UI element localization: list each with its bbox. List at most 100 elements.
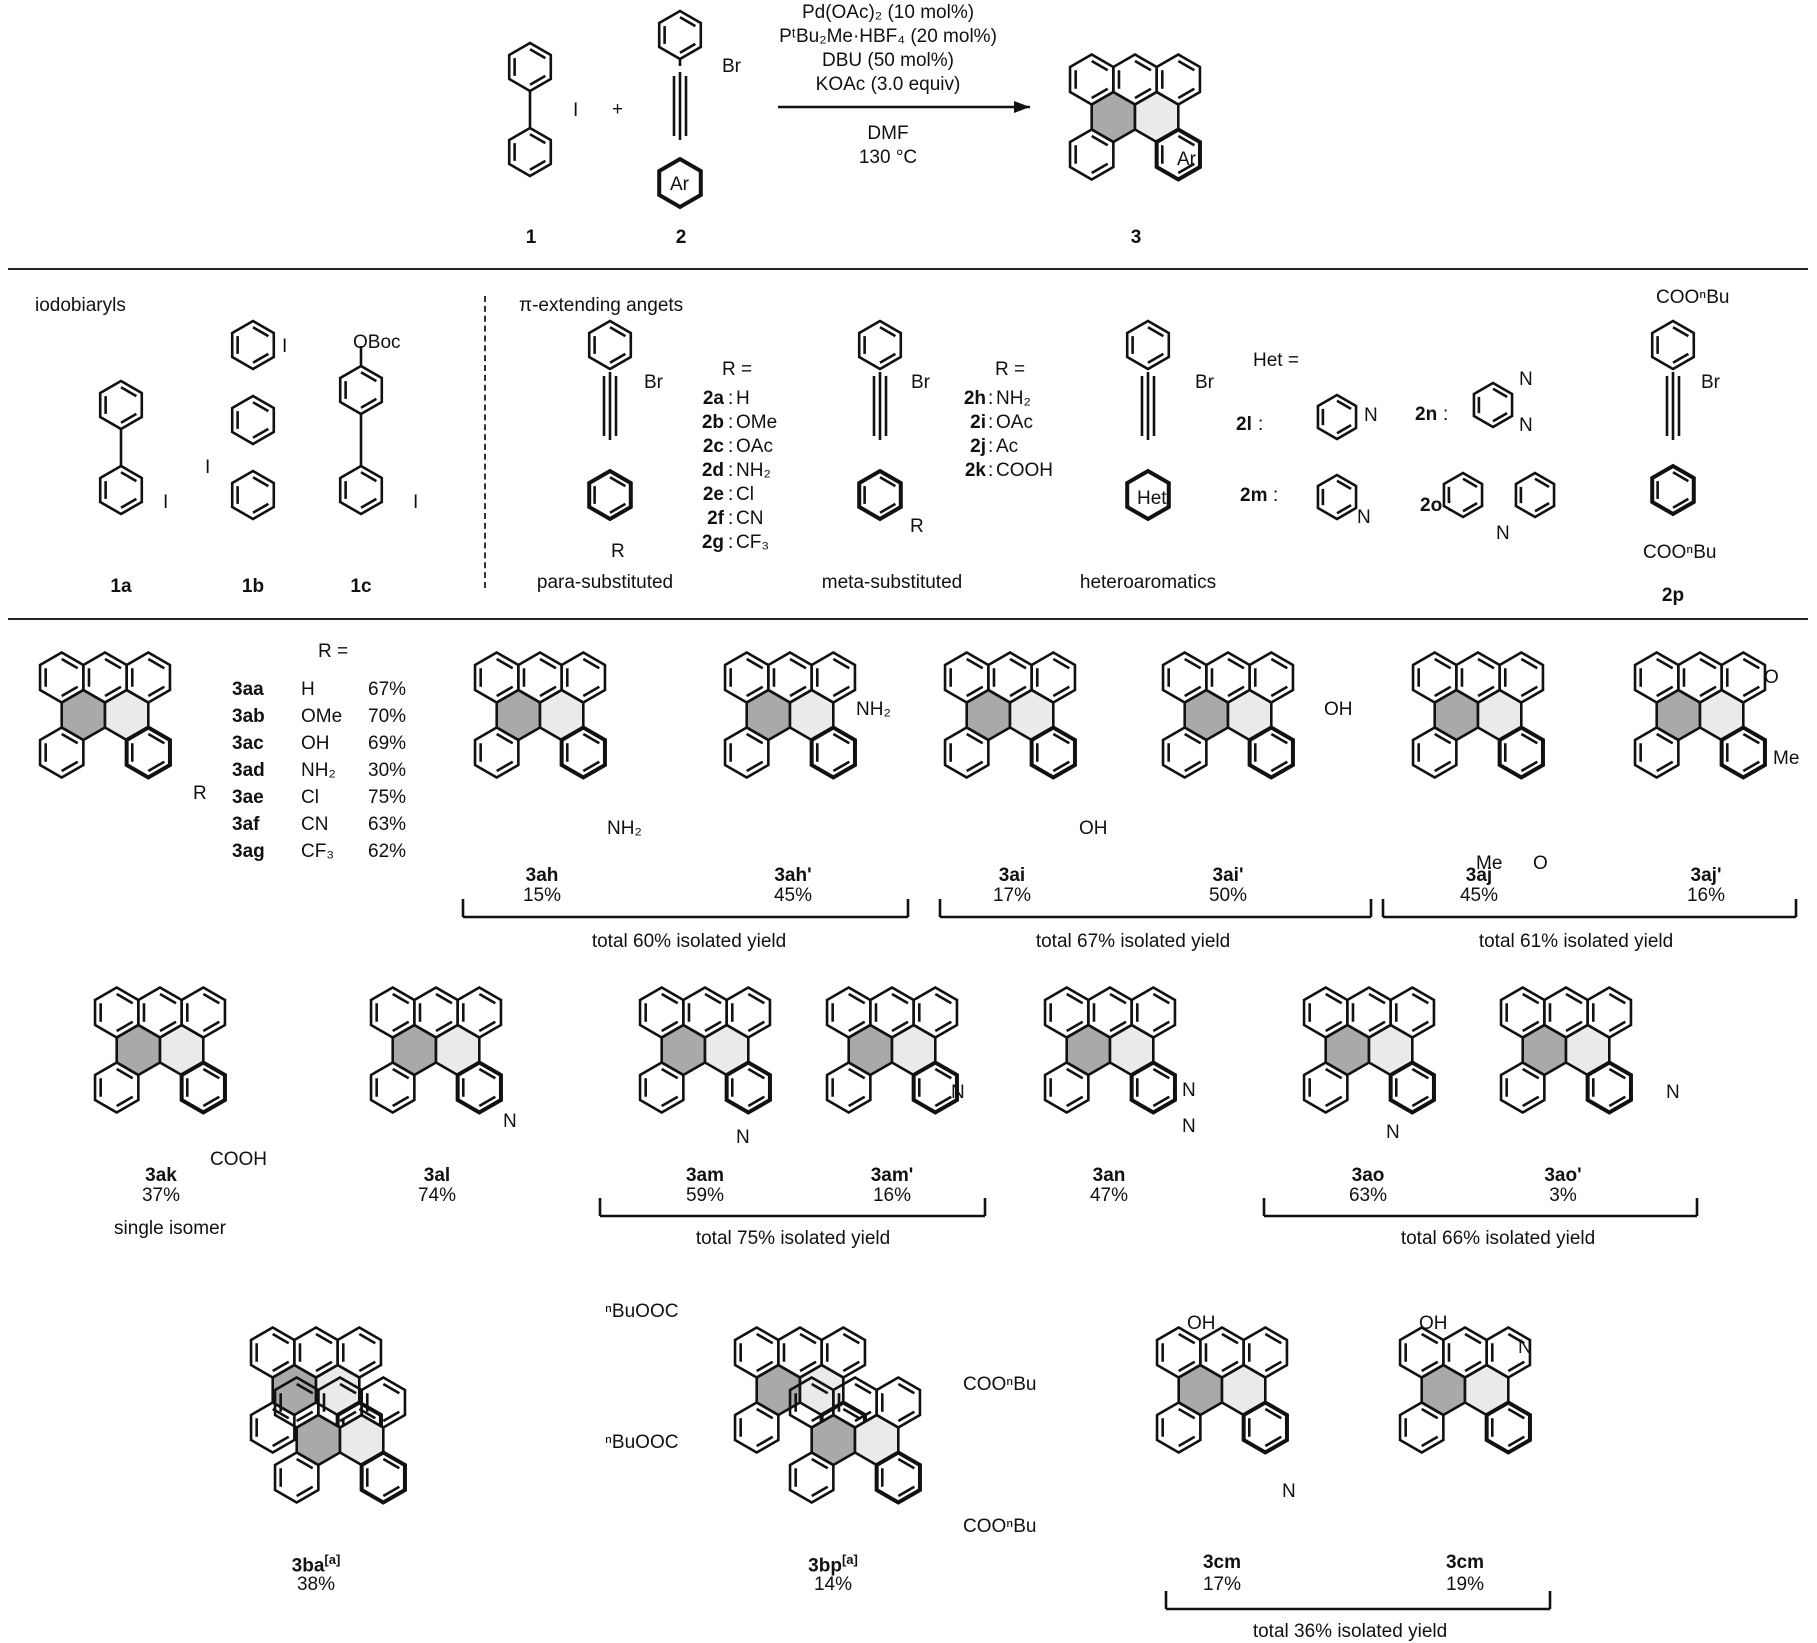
double-bond bbox=[1507, 1435, 1525, 1448]
sub-3ah: NH₂ bbox=[607, 818, 642, 839]
double-bond bbox=[1742, 760, 1760, 773]
oh-3cm-2: OH bbox=[1419, 1313, 1448, 1334]
double-bond bbox=[1009, 685, 1027, 698]
double-bond bbox=[1227, 657, 1245, 670]
double-bond bbox=[966, 657, 984, 670]
double-bond bbox=[1608, 1095, 1626, 1108]
agents-title: π-extending angets bbox=[519, 295, 684, 316]
double-bond bbox=[1699, 657, 1717, 670]
product-row-id: 3af bbox=[232, 814, 260, 835]
benzene-ring bbox=[1586, 985, 1633, 1040]
double-bond bbox=[1656, 760, 1674, 773]
double-bond bbox=[1608, 1020, 1626, 1033]
para-row-sep: : bbox=[728, 508, 734, 529]
sub-3aj: Me bbox=[1476, 853, 1503, 874]
para-row-id: 2b bbox=[701, 412, 724, 433]
double-bond bbox=[478, 1020, 496, 1033]
product-row-r: OMe bbox=[301, 706, 343, 727]
para-row-id: 2d bbox=[701, 460, 724, 481]
n-3ao-prime: N bbox=[1666, 1082, 1680, 1103]
br-label-meta: Br bbox=[911, 372, 930, 393]
double-bond bbox=[360, 397, 378, 409]
benzene-ring bbox=[1316, 473, 1358, 521]
double-bond bbox=[61, 732, 79, 745]
double-bond bbox=[382, 1485, 400, 1498]
appended-ring bbox=[1154, 127, 1202, 182]
benzene-ring bbox=[125, 650, 172, 705]
benzene-ring bbox=[1155, 1400, 1202, 1455]
appended-ring bbox=[124, 725, 172, 780]
double-bond bbox=[1134, 59, 1152, 72]
double-bond bbox=[897, 1457, 915, 1470]
double-bond bbox=[934, 1020, 952, 1033]
double-bond bbox=[747, 992, 765, 1005]
compound-id-1: 3ah' bbox=[774, 865, 812, 886]
meta-row-r: NH₂ bbox=[996, 388, 1031, 409]
double-bond bbox=[848, 1067, 866, 1080]
double-bond bbox=[799, 1360, 817, 1373]
n-3cm-2: N bbox=[1518, 1337, 1532, 1358]
double-bond bbox=[1434, 732, 1452, 745]
meta-row-r: Ac bbox=[996, 436, 1019, 457]
generic-r-label: R bbox=[193, 783, 207, 804]
label-2n: 2n bbox=[1415, 404, 1438, 425]
compound-3-label: 3 bbox=[1130, 227, 1142, 248]
sub-3aj-prime: Me bbox=[1773, 748, 1800, 769]
label-1b: 1b bbox=[241, 576, 265, 597]
double-bond bbox=[1178, 1360, 1196, 1373]
double-bond bbox=[1464, 1332, 1482, 1345]
benzene-ring bbox=[733, 1400, 780, 1455]
para-row-sep: : bbox=[728, 388, 734, 409]
n-3an-b: N bbox=[1182, 1116, 1196, 1137]
double-bond bbox=[496, 657, 514, 670]
double-bond bbox=[1522, 1095, 1540, 1108]
double-bond bbox=[1152, 1067, 1170, 1080]
double-bond bbox=[811, 1485, 829, 1498]
double-bond bbox=[1411, 992, 1429, 1005]
benzene-ring bbox=[1442, 471, 1484, 519]
double-bond bbox=[746, 657, 764, 670]
benzene-ring bbox=[360, 1375, 407, 1430]
product-r-header: R = bbox=[318, 641, 349, 662]
sub-3ak: COOH bbox=[210, 1149, 267, 1170]
oh-3cm-1: OH bbox=[1187, 1313, 1216, 1334]
compound-yield-row3-3: 19% bbox=[1445, 1574, 1485, 1595]
double-bond bbox=[382, 1382, 400, 1395]
double-bond bbox=[966, 760, 984, 773]
double-bond bbox=[756, 1360, 774, 1373]
double-bond bbox=[1270, 657, 1288, 670]
double-bond bbox=[1522, 1020, 1540, 1033]
ester-3bp-1: ⁿBuOOC bbox=[605, 1301, 679, 1322]
double-bond bbox=[120, 471, 138, 483]
double-bond bbox=[789, 657, 807, 670]
sub-3ai-prime: OH bbox=[1324, 699, 1353, 720]
ester-3bp-2: ⁿBuOOC bbox=[605, 1432, 679, 1453]
double-bond bbox=[1270, 760, 1288, 773]
double-bond bbox=[1109, 1020, 1127, 1033]
compound-id-0: 3ah bbox=[525, 865, 559, 886]
compound-id-text: 3cm bbox=[1445, 1552, 1485, 1573]
benzene-ring bbox=[473, 725, 520, 780]
double-bond bbox=[879, 502, 897, 514]
colon-2n: : bbox=[1443, 404, 1449, 425]
benzene-ring bbox=[230, 469, 276, 521]
double-bond bbox=[120, 497, 138, 509]
r-label-para: R bbox=[611, 541, 625, 562]
product-row-r: OH bbox=[301, 733, 330, 754]
benzene-ring bbox=[93, 1060, 140, 1115]
benzene-ring bbox=[725, 985, 772, 1040]
double-bond bbox=[1178, 1435, 1196, 1448]
double-bond bbox=[1184, 685, 1202, 698]
compound-2-label: 2 bbox=[675, 227, 687, 248]
benzene-ring bbox=[38, 725, 85, 780]
double-bond bbox=[202, 1020, 220, 1033]
ar-label-2: Ar bbox=[670, 174, 689, 195]
double-bond bbox=[529, 133, 547, 145]
benzene-ring bbox=[638, 1060, 685, 1115]
double-bond bbox=[1152, 1095, 1170, 1108]
double-bond bbox=[879, 476, 897, 488]
para-row-r: CN bbox=[736, 508, 764, 529]
double-bond bbox=[478, 1095, 496, 1108]
label-2p: 2p bbox=[1661, 585, 1685, 606]
product-row-yield: 69% bbox=[368, 733, 407, 754]
